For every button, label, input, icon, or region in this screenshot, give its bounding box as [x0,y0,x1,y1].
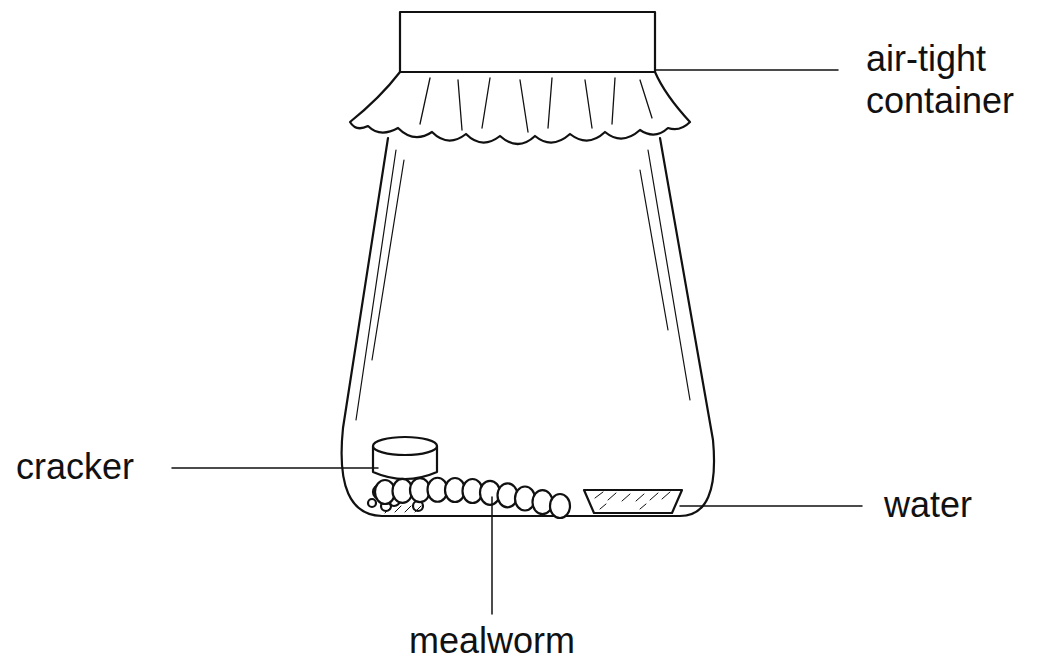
leader-line [680,505,862,507]
water-label: water [884,484,1034,526]
cracker-drawing [368,437,437,513]
leader-line [491,497,493,614]
jar-highlight [356,150,690,420]
mealworm-label: mealworm [409,620,575,662]
cloth-cover [350,72,690,144]
leader-line [655,69,838,71]
leader-line [172,467,378,469]
container-label: air-tight container [866,38,1056,122]
jar-cap [400,12,655,72]
leader-lines [172,70,862,614]
worm-segment [550,494,570,518]
water-dish [584,490,682,513]
cracker-label: cracker [16,446,176,488]
mealworm-drawing [375,478,570,518]
jar-body [342,138,714,516]
cloth-fold [420,78,652,132]
